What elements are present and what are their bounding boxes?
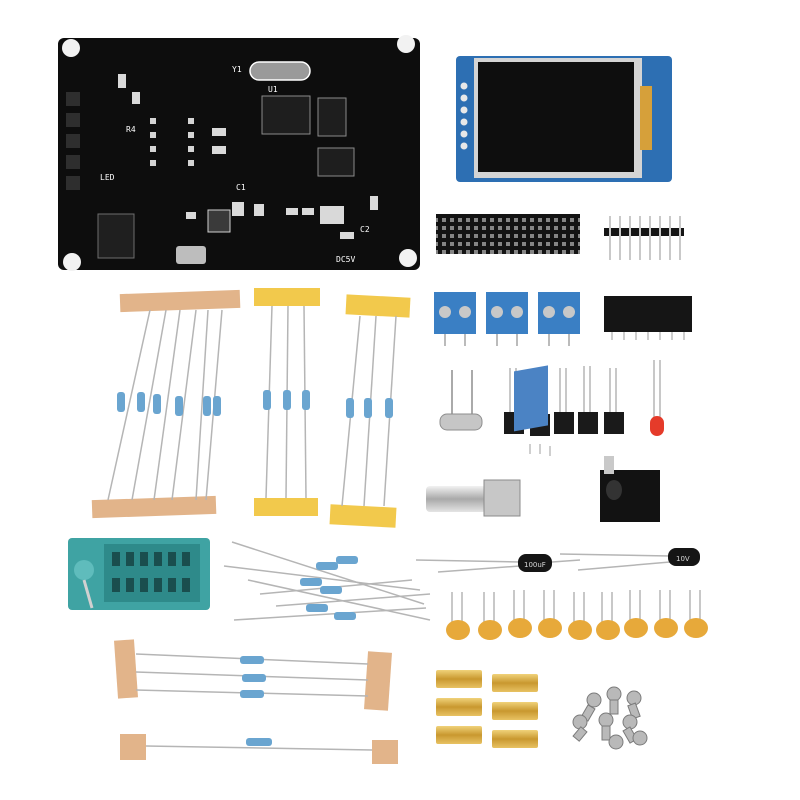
rotary-encoder [426, 365, 551, 517]
mount-hole [62, 39, 80, 57]
screw [598, 712, 614, 741]
brass-standoffs [436, 670, 538, 748]
mcu-chip [261, 95, 311, 135]
dc-jack [600, 456, 660, 522]
silk-label: LED [100, 173, 115, 182]
standoff [436, 698, 482, 716]
screw [608, 734, 624, 750]
silk-label: DC5V [336, 255, 355, 264]
main-pcb: R4 C1 LED U1 Y1 C2 DC5V [58, 35, 420, 271]
driver-chip [317, 97, 347, 137]
silk-label: R4 [126, 125, 136, 134]
red-led [650, 360, 664, 436]
screws [572, 686, 648, 750]
mount-hole [399, 249, 417, 267]
resistor-tape-left [91, 289, 241, 519]
mount-hole [63, 253, 81, 271]
resistor-tape-horizontal [114, 639, 392, 711]
silk-label: Y1 [232, 65, 242, 74]
female-header-strip [604, 296, 692, 340]
terminal-block [538, 292, 580, 346]
transistor [604, 412, 624, 434]
transistor [554, 412, 574, 434]
female-header-socket [436, 214, 580, 254]
usb-c-port [176, 246, 206, 264]
lcd-screen [478, 62, 634, 172]
ceramic-capacitors [446, 590, 708, 640]
mount-hole [397, 35, 415, 53]
terminal-block [486, 292, 528, 346]
loose-resistors [223, 541, 431, 621]
encoder-shaft [426, 486, 486, 512]
silk-label: C1 [236, 183, 246, 192]
screw [626, 690, 642, 720]
standoff [492, 730, 538, 748]
electrolytic-capacitor: 100uF [415, 554, 581, 573]
edge-connector [66, 92, 80, 190]
smd-components [118, 74, 378, 239]
screw [632, 730, 648, 746]
capacitor-label: 10V [676, 555, 690, 563]
standoff [436, 726, 482, 744]
screw [606, 686, 622, 715]
lcd-pin-holes [460, 82, 468, 150]
crystal-oscillator [249, 61, 311, 81]
dip-footprint [150, 118, 194, 166]
standoff [492, 702, 538, 720]
resistor-tape-single [120, 734, 398, 764]
capacitor-label: 100uF [524, 561, 546, 569]
lcd-module [456, 56, 672, 182]
regulator-chip [317, 147, 355, 177]
power-jack-footprint [97, 213, 135, 259]
male-pin-header [604, 216, 684, 260]
standoff [436, 670, 482, 688]
silk-label: C2 [360, 225, 370, 234]
electrolytic-capacitor: 10V [559, 548, 700, 571]
silk-label: U1 [268, 85, 278, 94]
standoff [492, 674, 538, 692]
resistor-tape-right [329, 294, 411, 528]
transistor [578, 412, 598, 434]
terminal-block [434, 292, 476, 346]
terminal-blocks [434, 292, 580, 346]
flex-cable [640, 86, 652, 150]
screw [572, 714, 588, 742]
zif-socket [68, 538, 210, 610]
zif-lever [74, 560, 94, 580]
resistor-tape-middle [254, 288, 320, 516]
crystal-part [439, 370, 483, 431]
inductor [207, 209, 231, 233]
